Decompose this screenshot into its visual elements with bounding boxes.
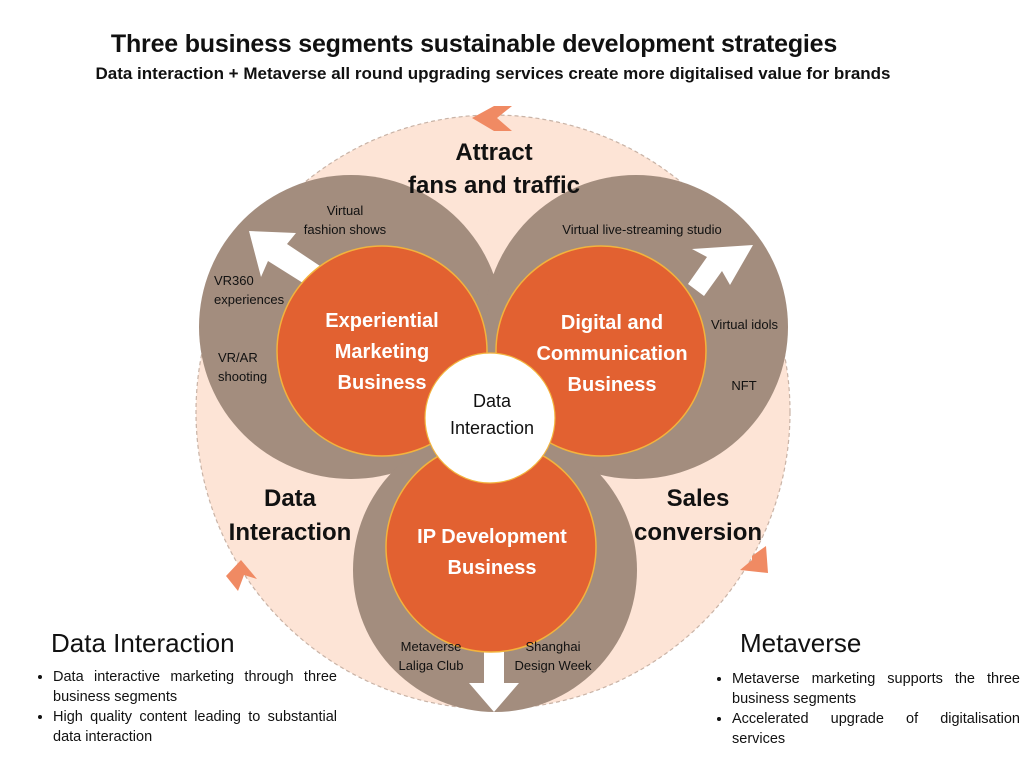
arrow-down-icon xyxy=(469,652,519,712)
item-design-week-1: Shanghai xyxy=(526,639,581,654)
arrow-up-left-icon xyxy=(249,231,320,283)
metaverse-bullet-1: Metaverse marketing supports the three b… xyxy=(732,669,1020,709)
digital-name-1: Digital and xyxy=(561,312,663,334)
data-interaction-bullet-1: Data interactive marketing through three… xyxy=(53,667,337,707)
center-text-2: Interaction xyxy=(450,418,534,438)
cycle-label-left-2: Interaction xyxy=(229,519,352,546)
item-laliga-1: Metaverse xyxy=(401,639,462,654)
experiential-name-3: Business xyxy=(338,372,427,394)
center-circle xyxy=(424,352,556,484)
cycle-arrow-left-icon xyxy=(226,560,257,591)
experiential-name-1: Experiential xyxy=(325,310,438,332)
item-nft: NFT xyxy=(731,378,756,393)
metaverse-title: Metaverse xyxy=(740,628,862,658)
data-interaction-title: Data Interaction xyxy=(51,628,235,658)
cycle-label-left-1: Data xyxy=(264,485,317,512)
item-live-studio: Virtual live-streaming studio xyxy=(562,222,721,237)
digital-name-2: Communication xyxy=(536,343,687,365)
cycle-arrow-top-icon xyxy=(472,106,512,131)
item-virtual-fashion-2: fashion shows xyxy=(304,222,387,237)
item-vrar-2: shooting xyxy=(218,369,267,384)
metaverse-bullets: Metaverse marketing supports the three b… xyxy=(710,669,1020,749)
cycle-label-top-2: fans and traffic xyxy=(408,172,580,199)
cycle-arrow-right-icon xyxy=(740,546,768,573)
metaverse-bullet-2: Accelerated upgrade of digitalisation se… xyxy=(732,709,1020,749)
cycle-label-top-1: Attract xyxy=(455,139,532,166)
center-text-1: Data xyxy=(473,391,512,411)
item-design-week-2: Design Week xyxy=(514,658,592,673)
digital-name-3: Business xyxy=(568,374,657,396)
ip-name-1: IP Development xyxy=(417,526,567,548)
item-vrar-1: VR/AR xyxy=(218,350,258,365)
ip-name-2: Business xyxy=(448,557,537,579)
arrow-up-right-icon xyxy=(688,245,753,296)
data-interaction-bullet-2: High quality content leading to substant… xyxy=(53,707,337,747)
item-virtual-idols: Virtual idols xyxy=(711,317,778,332)
diagram-title: Three business segments sustainable deve… xyxy=(110,30,838,58)
item-vr360-2: experiences xyxy=(214,292,285,307)
data-interaction-bullets: Data interactive marketing through three… xyxy=(31,667,337,747)
item-vr360-1: VR360 xyxy=(214,273,254,288)
cycle-label-right-2: conversion xyxy=(634,519,762,546)
item-laliga-2: Laliga Club xyxy=(398,658,463,673)
cycle-label-right-1: Sales xyxy=(667,485,730,512)
experiential-name-2: Marketing xyxy=(335,341,429,363)
item-virtual-fashion-1: Virtual xyxy=(327,203,364,218)
diagram-subtitle: Data interaction + Metaverse all round u… xyxy=(95,64,891,83)
